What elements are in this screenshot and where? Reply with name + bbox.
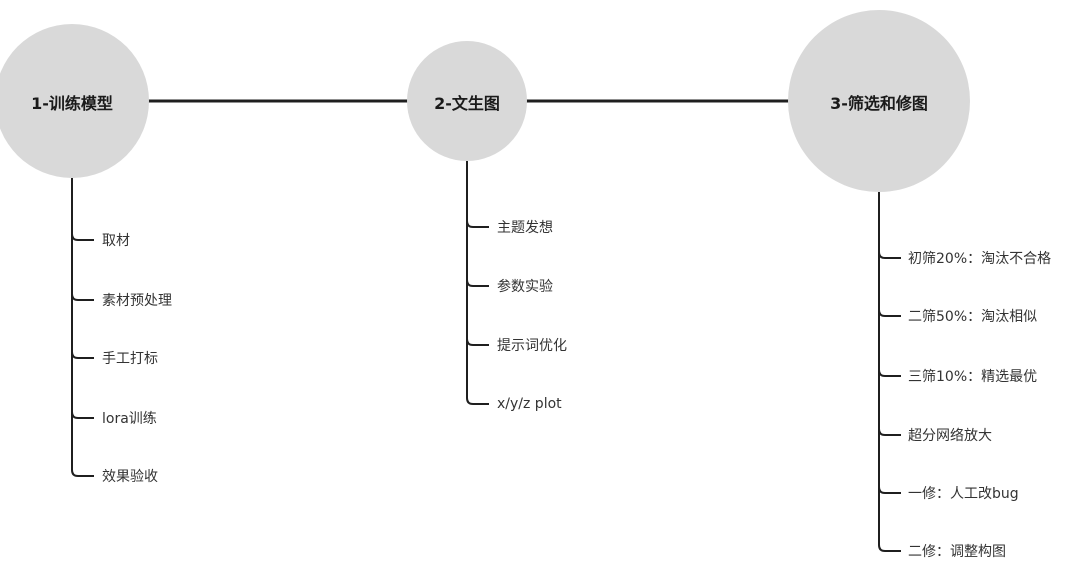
stage-1-item-3[interactable]: 手工打标 xyxy=(102,351,158,367)
stage-1-branches xyxy=(71,178,94,477)
stage-2-item-2[interactable]: 参数实验 xyxy=(497,279,553,295)
stage-2-branches xyxy=(466,161,489,405)
stage-3-branch-1 xyxy=(878,251,901,259)
stage-2-trunk xyxy=(466,161,489,405)
stage-2-item-1[interactable]: 主题发想 xyxy=(497,220,553,236)
stage-2-title: 2-文生图 xyxy=(434,94,500,113)
stage-2-circle[interactable] xyxy=(407,41,527,161)
stage-1-item-5[interactable]: 效果验收 xyxy=(102,469,158,485)
stage-3-title: 3-筛选和修图 xyxy=(830,94,928,113)
stage-1-item-1[interactable]: 取材 xyxy=(102,233,130,249)
stage-1-circle[interactable] xyxy=(0,24,149,178)
stage-2-branch-2 xyxy=(466,279,489,287)
stage-3-item-6[interactable]: 二修：调整构图 xyxy=(908,544,1006,560)
stage-3-item-2[interactable]: 二筛50%：淘汰相似 xyxy=(908,309,1038,325)
stage-1-branch-2 xyxy=(71,293,94,301)
stage-3-trunk xyxy=(878,192,901,552)
stage-3-branch-5 xyxy=(878,486,901,494)
stage-2-branch-3 xyxy=(466,338,489,346)
stage-1-item-4[interactable]: lora训练 xyxy=(102,411,157,427)
stage-1-branch-3 xyxy=(71,351,94,359)
stage-3-branch-4 xyxy=(878,428,901,436)
stage-3-item-4[interactable]: 超分网络放大 xyxy=(908,428,992,444)
stage-2-branch-1 xyxy=(466,220,489,228)
stage-2-item-3[interactable]: 提示词优化 xyxy=(497,338,567,354)
stage-3-item-5[interactable]: 一修：人工改bug xyxy=(908,486,1019,502)
stage-3-branches xyxy=(878,192,901,552)
stage-1-trunk xyxy=(71,178,94,477)
stage-3-item-1[interactable]: 初筛20%：淘汰不合格 xyxy=(908,251,1052,267)
stage-3-item-3[interactable]: 三筛10%：精选最优 xyxy=(908,369,1038,385)
stage-2-item-4[interactable]: x/y/z plot xyxy=(497,396,562,412)
stage-3-branch-3 xyxy=(878,369,901,377)
stage-1-title: 1-训练模型 xyxy=(31,94,113,113)
stage-1-branch-4 xyxy=(71,411,94,419)
stage-3-circle[interactable] xyxy=(788,10,970,192)
stage-1-branch-1 xyxy=(71,233,94,241)
stage-1-item-2[interactable]: 素材预处理 xyxy=(102,293,172,309)
stage-3-branch-2 xyxy=(878,309,901,317)
